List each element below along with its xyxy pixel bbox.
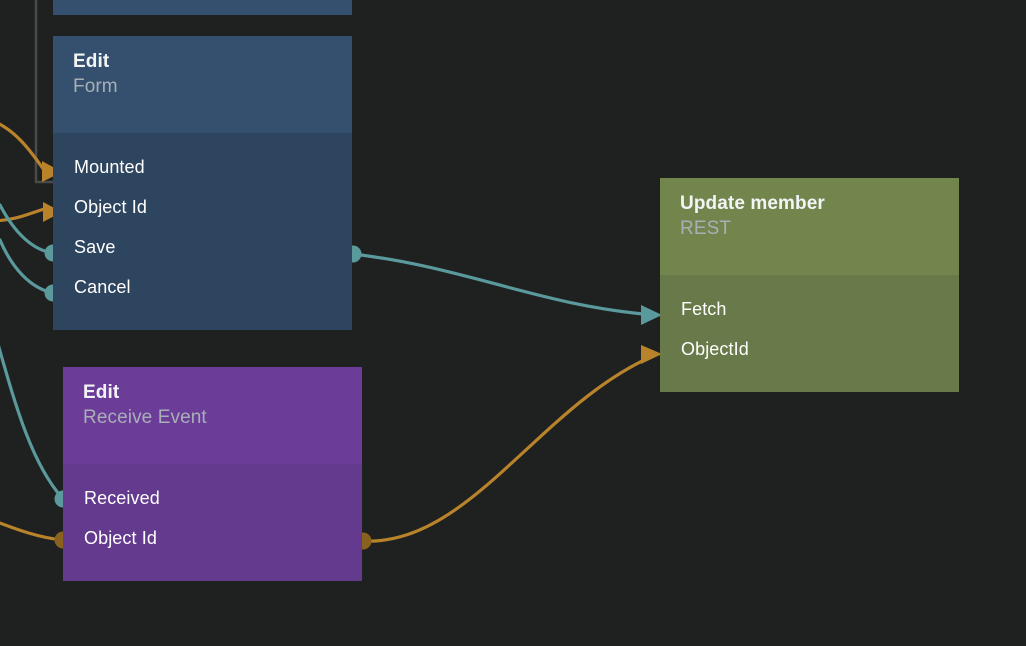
- port-row-purple-object-id[interactable]: Object Id: [63, 518, 362, 558]
- port-row-green-objectid[interactable]: ObjectId: [660, 329, 959, 369]
- node-edit-receive-event-body: Received Object Id: [63, 464, 362, 581]
- port-label-object-id: Object Id: [74, 197, 147, 217]
- port-row-save[interactable]: Save: [53, 227, 352, 267]
- node-edit-receive-event-subtitle: Receive Event: [83, 407, 207, 428]
- node-edit-form-subtitle: Form: [73, 76, 118, 97]
- node-update-member-subtitle: REST: [680, 218, 732, 239]
- port-row-fetch[interactable]: Fetch: [660, 289, 959, 329]
- port-label-cancel: Cancel: [74, 277, 131, 297]
- port-label-save: Save: [74, 237, 116, 257]
- port-row-mounted[interactable]: Mounted: [53, 147, 352, 187]
- edge-offscreen-to-objectid: [0, 207, 46, 223]
- edge-save-to-fetch: [351, 252, 657, 317]
- node-edit-receive-event-title: Edit: [83, 382, 120, 403]
- node-top-partial[interactable]: [53, 0, 352, 15]
- port-label-purple-object-id: Object Id: [84, 528, 157, 548]
- port-row-object-id[interactable]: Object Id: [53, 187, 352, 227]
- node-edit-form-body: Mounted Object Id Save Cancel: [53, 133, 352, 330]
- edge-save-inbound: [0, 203, 55, 255]
- edge-to-purple-objectid: [0, 521, 65, 542]
- node-update-member-title: Update member: [680, 193, 825, 214]
- edge-to-received: [0, 345, 65, 501]
- node-edit-form[interactable]: Edit Form Mounted Object Id Save Cancel: [53, 36, 352, 330]
- arrowhead-green-objectid: [641, 345, 662, 364]
- node-update-member[interactable]: Update member REST Fetch ObjectId: [660, 178, 959, 392]
- edge-offscreen-to-mounted: [0, 122, 46, 172]
- port-label-mounted: Mounted: [74, 157, 145, 177]
- node-edit-form-title: Edit: [73, 51, 110, 72]
- port-label-fetch: Fetch: [681, 299, 727, 319]
- node-edit-form-header[interactable]: Edit Form: [53, 36, 352, 133]
- node-update-member-body: Fetch ObjectId: [660, 275, 959, 392]
- node-edit-receive-event[interactable]: Edit Receive Event Received Object Id: [63, 367, 362, 581]
- arrowhead-fetch: [641, 305, 662, 325]
- port-row-received[interactable]: Received: [63, 478, 362, 518]
- port-label-received: Received: [84, 488, 160, 508]
- port-label-green-objectid: ObjectId: [681, 339, 749, 359]
- edge-objectid-to-objectid: [361, 353, 657, 543]
- port-row-cancel[interactable]: Cancel: [53, 267, 352, 307]
- node-update-member-header[interactable]: Update member REST: [660, 178, 959, 275]
- node-edit-receive-event-header[interactable]: Edit Receive Event: [63, 367, 362, 464]
